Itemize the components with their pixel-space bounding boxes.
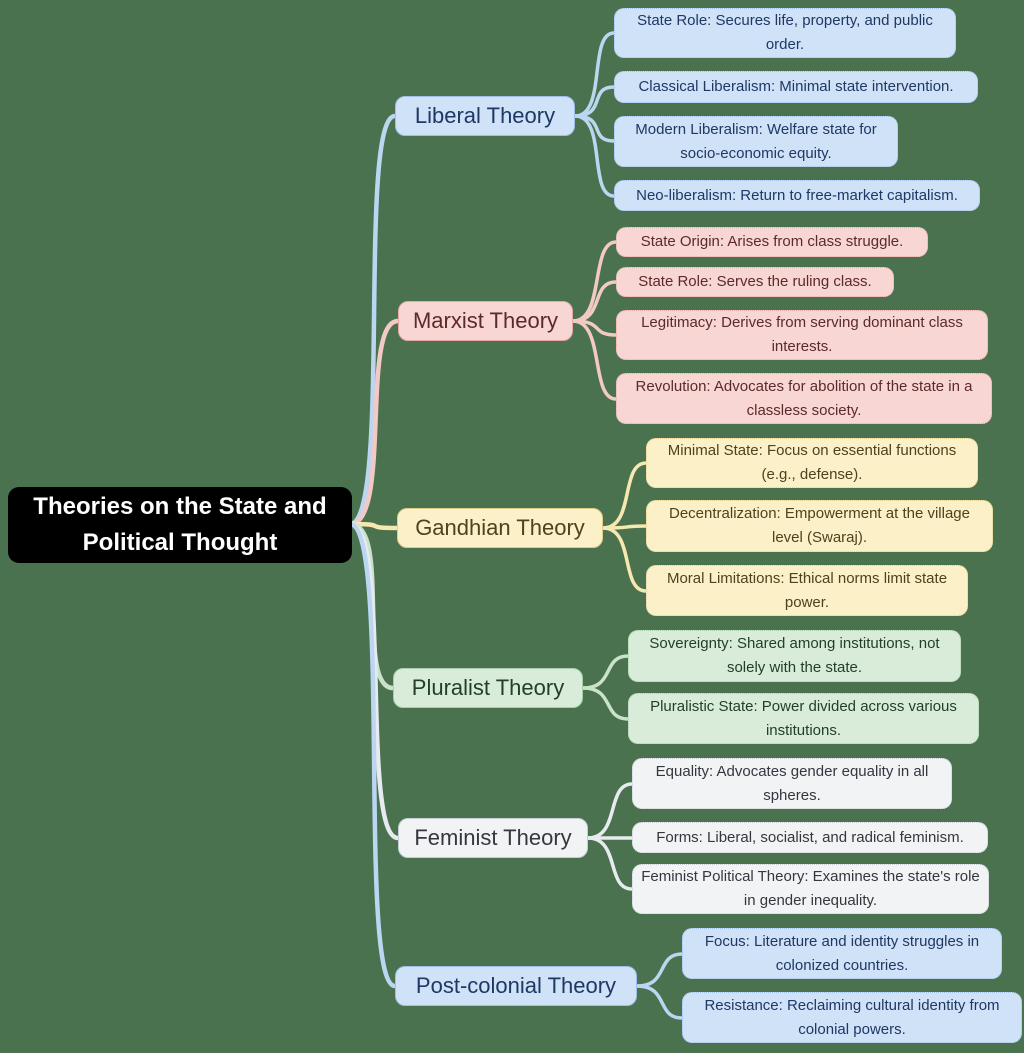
edge-branch-1-leaf-3	[571, 319, 618, 401]
leaf-text: Classical Liberalism: Minimal state inte…	[638, 78, 954, 95]
leaf-text: Revolution: Advocates for abolition of t…	[635, 377, 973, 419]
branch-node-marxist-theory: Marxist Theory	[398, 301, 573, 341]
leaf-node-pluralist-1: Sovereignty: Shared among institutions, …	[628, 630, 961, 682]
edge-branch-4-leaf-0	[586, 782, 634, 840]
leaf-text: Equality: Advocates gender equality in a…	[655, 762, 929, 804]
branch-node-feminist-theory: Feminist Theory	[398, 818, 588, 858]
leaf-text: State Role: Serves the ruling class.	[638, 273, 872, 290]
leaf-text: State Origin: Arises from class struggle…	[640, 233, 904, 250]
edge-branch-2-leaf-2	[601, 526, 648, 593]
edge-root-branch-4	[347, 521, 401, 841]
leaf-node-feminist-2: Forms: Liberal, socialist, and radical f…	[632, 822, 988, 853]
leaf-node-gandhian-2: Decentralization: Empowerment at the vil…	[646, 500, 993, 552]
leaf-node-liberal-4: Neo-liberalism: Return to free-market ca…	[614, 180, 980, 211]
branch-label: Gandhian Theory	[415, 514, 585, 540]
root-node: Theories on the State and Political Thou…	[8, 487, 352, 563]
edge-root-branch-5	[347, 521, 398, 989]
leaf-node-gandhian-3: Moral Limitations: Ethical norms limit s…	[646, 565, 968, 616]
branch-node-pluralist-theory: Pluralist Theory	[393, 668, 583, 708]
leaf-text: Forms: Liberal, socialist, and radical f…	[656, 828, 964, 846]
branch-label: Marxist Theory	[412, 307, 559, 333]
leaf-text: Sovereignty: Shared among institutions, …	[649, 635, 940, 676]
leaf-text: Moral Limitations: Ethical norms limit s…	[666, 569, 948, 611]
branch-label: Feminist Theory	[414, 824, 572, 850]
edge-branch-2-leaf-1	[601, 524, 648, 530]
branch-node-gandhian-theory: Gandhian Theory	[397, 508, 603, 548]
edge-root-branch-1	[347, 318, 401, 527]
leaf-text: Decentralization: Empowerment at the vil…	[669, 505, 970, 546]
leaf-node-marxist-2: State Role: Serves the ruling class.	[616, 267, 894, 297]
leaf-node-liberal-3: Modern Liberalism: Welfare state for soc…	[614, 116, 898, 167]
edge-branch-4-leaf-2	[586, 836, 634, 891]
leaf-node-gandhian-1: Minimal State: Focus on essential functi…	[646, 438, 978, 488]
edge-branch-0-leaf-0	[573, 31, 616, 118]
leaf-text: Focus: Literature and identity struggles…	[704, 932, 980, 974]
leaf-text: Legitimacy: Derives from serving dominan…	[641, 314, 963, 355]
leaf-text: Resistance: Reclaiming cultural identity…	[704, 996, 1000, 1038]
branch-node-post-colonial-theory: Post-colonial Theory	[395, 966, 637, 1006]
leaf-node-feminist-1: Equality: Advocates gender equality in a…	[632, 758, 952, 809]
root-label: Theories on the State and Political Thou…	[33, 493, 327, 556]
leaf-node-post-colonial-2: Resistance: Reclaiming cultural identity…	[682, 992, 1022, 1043]
edge-branch-1-leaf-2	[571, 319, 618, 337]
leaf-text: Minimal State: Focus on essential functi…	[667, 442, 957, 483]
edge-branch-2-leaf-0	[601, 461, 648, 530]
edge-root-branch-3	[347, 521, 396, 691]
edge-branch-0-leaf-1	[573, 85, 616, 118]
leaf-text: Modern Liberalism: Welfare state for soc…	[635, 120, 877, 162]
branch-node-liberal-theory: Liberal Theory	[395, 96, 575, 136]
leaf-text: Pluralistic State: Power divided across …	[650, 697, 957, 739]
leaf-node-pluralist-2: Pluralistic State: Power divided across …	[628, 693, 979, 744]
leaf-text: Feminist Political Theory: Examines the …	[641, 868, 980, 909]
leaf-node-feminist-3: Feminist Political Theory: Examines the …	[632, 864, 989, 914]
edge-branch-3-leaf-0	[581, 654, 630, 690]
edge-branch-1-leaf-0	[571, 240, 618, 323]
leaf-node-marxist-4: Revolution: Advocates for abolition of t…	[616, 373, 992, 424]
edge-branch-0-leaf-2	[573, 114, 616, 143]
edge-branch-1-leaf-1	[571, 280, 618, 323]
leaf-node-liberal-1: State Role: Secures life, property, and …	[614, 8, 956, 58]
leaf-node-marxist-1: State Origin: Arises from class struggle…	[616, 227, 928, 257]
edge-root-branch-2	[347, 521, 400, 531]
edge-branch-5-leaf-1	[635, 984, 684, 1020]
leaf-text: State Role: Secures life, property, and …	[637, 12, 933, 53]
edge-root-branch-0	[347, 113, 398, 527]
branch-label: Liberal Theory	[414, 102, 556, 128]
leaf-text: Neo-liberalism: Return to free-market ca…	[636, 186, 958, 204]
leaf-node-liberal-2: Classical Liberalism: Minimal state inte…	[614, 71, 978, 103]
edge-branch-5-leaf-0	[635, 952, 684, 988]
branch-label: Post-colonial Theory	[415, 972, 617, 998]
edge-branch-0-leaf-3	[573, 114, 616, 198]
branch-label: Pluralist Theory	[411, 674, 565, 700]
leaf-node-post-colonial-1: Focus: Literature and identity struggles…	[682, 928, 1002, 979]
edge-branch-3-leaf-1	[581, 686, 630, 721]
leaf-node-marxist-3: Legitimacy: Derives from serving dominan…	[616, 310, 988, 360]
